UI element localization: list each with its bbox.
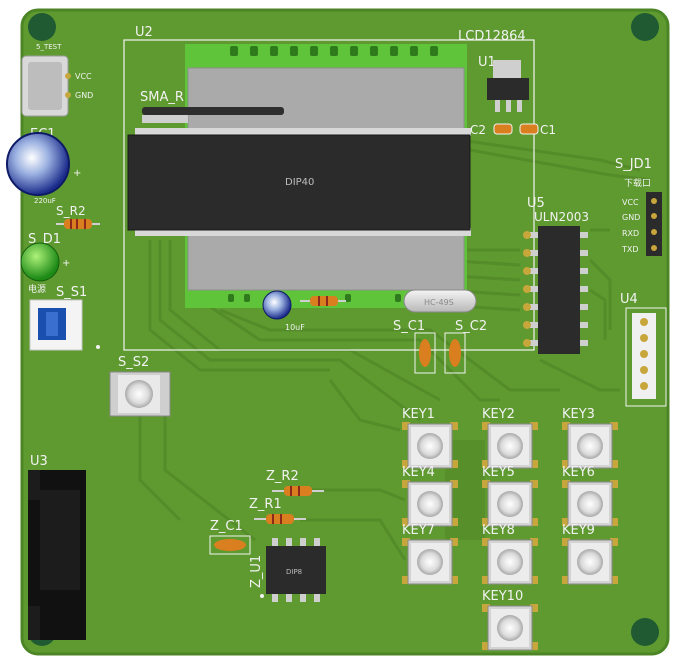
uln-label: ULN2003 [534, 210, 589, 224]
key-button-10[interactable]: KEY10 [482, 589, 538, 651]
usb-connector [21, 55, 69, 117]
c1-capacitor [519, 123, 539, 135]
usb-vcc-label: VCC [75, 72, 92, 81]
mounting-hole [631, 13, 659, 41]
sjd1-label: S_JD1 [615, 157, 652, 172]
zu1-label: Z_U1 [249, 555, 264, 588]
u5-uln2003-chip [530, 226, 588, 354]
sjd1-download-header[interactable] [646, 192, 662, 256]
key-label: KEY4 [402, 465, 435, 480]
zr1-resistor [254, 514, 306, 524]
u2-outline [123, 39, 535, 351]
mounting-hole [28, 13, 56, 41]
sc1-label: S_C1 [393, 319, 425, 334]
sc1-capacitor [419, 339, 431, 367]
sd1-led [20, 242, 60, 282]
crystal-label: HC-49S [424, 298, 454, 307]
key-label: KEY2 [482, 407, 515, 422]
crystal-oscillator: HC-49S [403, 289, 477, 313]
u1-label: U1 [478, 55, 496, 70]
sc2-capacitor [449, 339, 461, 367]
key-button-2[interactable]: KEY2 [482, 407, 538, 469]
key-button-3[interactable]: KEY3 [562, 407, 618, 469]
key-label: KEY9 [562, 523, 595, 538]
uln-pads [523, 231, 531, 347]
zu1-dip8-chip: DIP8 [266, 538, 326, 602]
ec1-value: 220uF [34, 197, 56, 205]
zc1-capacitor [214, 539, 246, 551]
mounting-hole [631, 618, 659, 646]
svg-text:+: + [73, 168, 81, 179]
small-cap-value: 10uF [285, 323, 305, 332]
sc2-capacitor-outline [444, 332, 466, 374]
key-label: KEY10 [482, 589, 523, 604]
sc2-label: S_C2 [455, 319, 487, 334]
sjd1-pin-vcc: VCC [622, 198, 639, 207]
zr2-resistor [272, 486, 324, 496]
u4-label: U4 [620, 292, 638, 307]
u2-label: U2 [135, 25, 153, 40]
key-label: KEY6 [562, 465, 595, 480]
usb-gnd-label: GND [75, 91, 93, 100]
u3-connector[interactable] [28, 470, 86, 640]
u5-label: U5 [527, 196, 545, 211]
ss1-power-switch[interactable] [29, 299, 83, 351]
ss2-label: S_S2 [118, 355, 149, 370]
sjd1-pin-rxd: RXD [622, 229, 639, 238]
key-button-1[interactable]: KEY1 [402, 407, 458, 469]
zu1-chip-label: DIP8 [286, 568, 302, 576]
key-label: KEY5 [482, 465, 515, 480]
ss2-reset-button[interactable] [109, 371, 171, 417]
key-label: KEY1 [402, 407, 435, 422]
lcd-label: LCD12864 [458, 29, 526, 44]
c2-label: C2 [470, 123, 486, 137]
u3-label: U3 [30, 454, 48, 469]
svg-text:+: + [62, 258, 70, 269]
small-electrolytic-capacitor [262, 290, 292, 320]
ec1-capacitor [6, 132, 70, 196]
zr2-label: Z_R2 [266, 469, 299, 484]
key-button-5[interactable]: KEY5 [482, 465, 538, 527]
dip40-label: DIP40 [285, 177, 314, 188]
zc1-label: Z_C1 [210, 519, 243, 534]
ss1-label: S_S1 [56, 285, 87, 300]
sr2-label: S_R2 [56, 204, 86, 218]
sma-label: SMA_R [140, 90, 184, 105]
key-button-8[interactable]: KEY8 [482, 523, 538, 585]
sr2-resistor [56, 219, 100, 229]
key-button-7[interactable]: KEY7 [402, 523, 458, 585]
power-label: 电源 [28, 283, 46, 295]
key-label: KEY8 [482, 523, 515, 538]
dip40-chip: DIP40 [127, 128, 471, 236]
u4-connector[interactable] [625, 307, 667, 407]
usb-title: 5_TEST [36, 43, 62, 51]
zr1-label: Z_R1 [249, 497, 282, 512]
zc1-capacitor-outline [209, 535, 251, 555]
lcd-resistor [300, 296, 346, 306]
key-label: KEY3 [562, 407, 595, 422]
sjd1-pin-gnd: GND [622, 213, 640, 222]
key-label: KEY7 [402, 523, 435, 538]
key-button-6[interactable]: KEY6 [562, 465, 618, 527]
c2-capacitor [493, 123, 513, 135]
sjd1-sub: 下载口 [624, 177, 651, 189]
sma-resistor-network [142, 107, 284, 115]
sjd1-pin-txd: TXD [621, 245, 639, 254]
u1-regulator [487, 60, 529, 112]
key-button-9[interactable]: KEY9 [562, 523, 618, 585]
c1-label: C1 [540, 123, 556, 137]
sc1-capacitor-outline [414, 332, 436, 374]
key-button-4[interactable]: KEY4 [402, 465, 458, 527]
